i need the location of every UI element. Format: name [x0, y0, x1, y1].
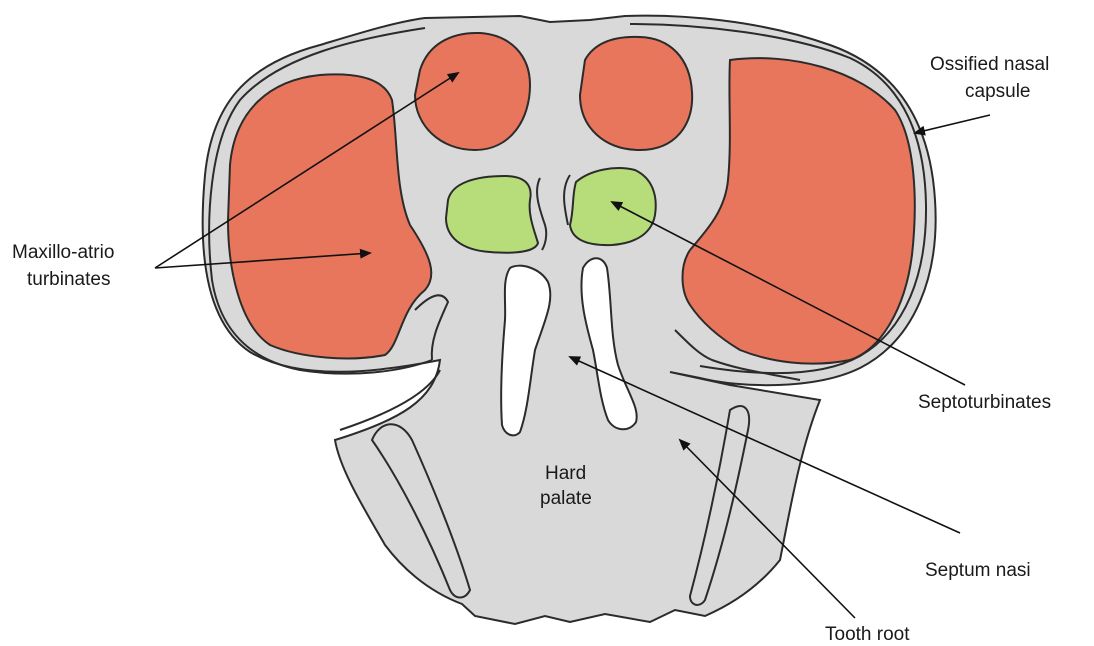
septoturbinate-right: [570, 168, 656, 245]
septoturbinate-left: [446, 176, 538, 253]
maxillo-atrio-turbinate-upper-right: [580, 37, 692, 150]
label-ossified-nasal-line2: capsule: [965, 81, 1031, 102]
label-maxillo-atrio-line2: turbinates: [27, 269, 110, 290]
label-hard-palate-line2: palate: [540, 488, 592, 509]
label-ossified-nasal-line1: Ossified nasal: [930, 54, 1049, 75]
label-tooth-root: Tooth root: [825, 624, 910, 645]
label-septoturbinates: Septoturbinates: [918, 392, 1051, 413]
arrow-ossified-capsule: [915, 115, 990, 133]
label-maxillo-atrio-line1: Maxillo-atrio: [12, 242, 114, 263]
label-septum-nasi: Septum nasi: [925, 560, 1031, 581]
maxillo-atrio-turbinate-upper-left: [415, 33, 530, 150]
label-hard-palate-line1: Hard: [545, 463, 586, 484]
